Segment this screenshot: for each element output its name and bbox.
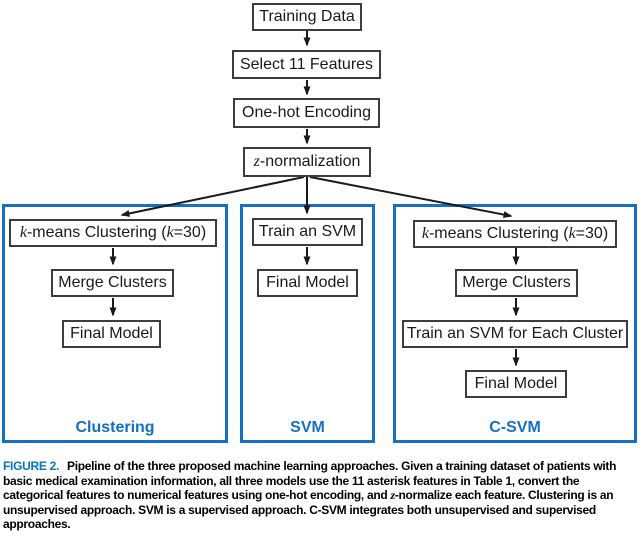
node-label-text: -normalization xyxy=(259,153,361,170)
branch-label-svm: SVM xyxy=(290,419,325,436)
node-final-model-right: Final Model xyxy=(465,370,567,398)
node-merge-clusters-right: Merge Clusters xyxy=(455,269,578,297)
node-label: Training Data xyxy=(259,8,355,25)
node-select-11-features: Select 11 Features xyxy=(232,50,381,79)
figure-caption-text-pre: Pipeline of the three proposed machine l… xyxy=(3,459,617,503)
node-label-text: =30) xyxy=(575,225,609,242)
node-label: k-means Clustering (k=30) xyxy=(20,224,206,242)
branch-label-clustering: Clustering xyxy=(75,419,155,436)
node-merge-clusters-left: Merge Clusters xyxy=(51,269,174,297)
node-label: Final Model xyxy=(266,274,349,291)
node-label: One-hot Encoding xyxy=(242,104,371,121)
node-label: Train an SVM xyxy=(258,223,357,240)
node-kmeans-clustering-left: k-means Clustering (k=30) xyxy=(9,219,217,247)
csvm-branch-container xyxy=(393,204,637,443)
node-label: z-normalization xyxy=(254,153,361,171)
node-train-svm-each-cluster: Train an SVM for Each Cluster xyxy=(402,320,628,348)
node-label: Train an SVM for Each Cluster xyxy=(406,325,624,342)
node-label: k-means Clustering (k=30) xyxy=(422,225,608,243)
node-label-text: =30) xyxy=(173,224,207,241)
node-label: Merge Clusters xyxy=(462,274,571,291)
node-label: Final Model xyxy=(474,375,558,392)
node-kmeans-clustering-right: k-means Clustering (k=30) xyxy=(413,220,617,248)
node-final-model-left: Final Model xyxy=(62,320,161,348)
figure-caption-tag: FIGURE 2. xyxy=(3,459,59,473)
clustering-branch-container xyxy=(2,204,228,443)
figure-caption-italic-z: z xyxy=(390,488,395,503)
node-final-model-mid: Final Model xyxy=(257,269,358,297)
node-label-text: -means Clustering ( xyxy=(428,225,569,242)
node-label-text: -means Clustering ( xyxy=(26,224,167,241)
italic-k: k xyxy=(421,225,429,242)
figure-caption: FIGURE 2.Pipeline of the three proposed … xyxy=(3,459,638,532)
node-label: Merge Clusters xyxy=(58,274,167,291)
node-train-an-svm: Train an SVM xyxy=(252,218,363,246)
italic-z: z xyxy=(253,153,260,170)
italic-k: k xyxy=(19,224,27,241)
node-label: Final Model xyxy=(70,325,153,342)
node-z-normalization: z-normalization xyxy=(243,147,371,177)
node-one-hot-encoding: One-hot Encoding xyxy=(233,98,380,128)
branch-label-csvm: C-SVM xyxy=(489,419,541,436)
italic-k: k xyxy=(568,225,576,242)
figure-caption-text-post: -normalize each feature. Clustering is a… xyxy=(3,488,614,532)
node-training-data: Training Data xyxy=(252,3,362,31)
italic-k: k xyxy=(166,224,174,241)
node-label: Select 11 Features xyxy=(239,55,374,73)
